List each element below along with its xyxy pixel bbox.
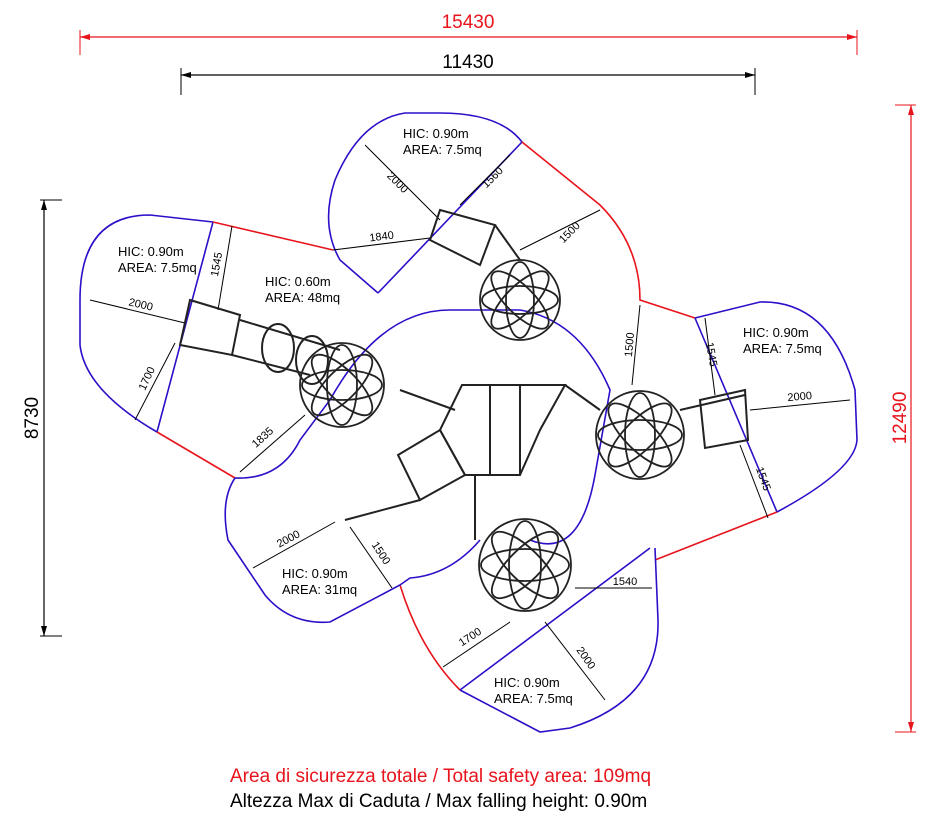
measure-label: 1700 <box>457 626 484 649</box>
measure-label: 1700 <box>137 365 158 392</box>
zone-left-hic: HIC: 0.90m <box>118 244 184 259</box>
measure-label: 2000 <box>127 296 154 313</box>
measure-label: 1500 <box>623 332 637 357</box>
zone-main-area: AREA: 48mq <box>265 290 340 305</box>
total-safety-area-text: Area di sicurezza totale / Total safety … <box>230 766 652 787</box>
zone-bottom-outline <box>459 547 659 733</box>
measure-label: 1500 <box>369 540 392 567</box>
measure-lines <box>89 144 851 701</box>
hexagon-platform <box>438 384 567 476</box>
measure-label: 1545 <box>209 251 225 277</box>
zone-lower-left-area: AREA: 31mq <box>282 582 357 597</box>
equipment-width-dimension: 11430 <box>180 52 756 95</box>
overall-width-label: 15430 <box>442 12 495 33</box>
measure-label: 1500 <box>557 220 583 246</box>
zone-top-hic: HIC: 0.90m <box>403 126 469 141</box>
measure-label: 1545 <box>753 465 773 492</box>
equipment-depth-label: 8730 <box>22 397 43 439</box>
measure-label: 2000 <box>787 390 812 404</box>
zone-lower-left-hic: HIC: 0.90m <box>282 566 348 581</box>
measure-label: 1540 <box>613 576 637 588</box>
max-falling-height-text: Altezza Max di Caduta / Max falling heig… <box>230 791 648 812</box>
measure-label: 2000 <box>574 645 598 672</box>
overall-depth-label: 12490 <box>890 392 911 445</box>
zone-left-area: AREA: 7.5mq <box>118 260 197 275</box>
zone-right-outline <box>694 301 858 513</box>
zone-bottom-area: AREA: 7.5mq <box>494 691 573 706</box>
zone-bottom-hic: HIC: 0.90m <box>494 675 560 690</box>
measure-labels: 2000 1560 1500 1840 1545 2000 1700 1835 … <box>127 165 812 672</box>
zone-top-area: AREA: 7.5mq <box>403 142 482 157</box>
zone-right-area: AREA: 7.5mq <box>743 341 822 356</box>
measure-label: 1545 <box>703 341 719 367</box>
equipment-width-label: 11430 <box>442 52 493 73</box>
overall-depth-dimension: 12490 <box>890 104 916 733</box>
flower-climbers <box>299 259 685 612</box>
overall-width-dimension: 15430 <box>79 12 858 55</box>
measure-label: 1560 <box>480 165 506 191</box>
measure-label: 2000 <box>384 170 410 196</box>
zone-labels: HIC: 0.90m AREA: 7.5mq HIC: 0.90m AREA: … <box>118 126 822 706</box>
measure-label: 1835 <box>250 425 276 450</box>
equipment-depth-dimension: 8730 <box>22 199 62 637</box>
measure-label: 1840 <box>369 230 395 245</box>
play-structure <box>178 208 750 540</box>
zone-right-hic: HIC: 0.90m <box>743 325 809 340</box>
zone-central-outline <box>224 309 611 624</box>
measure-label: 2000 <box>275 528 302 550</box>
zone-main-hic: HIC: 0.60m <box>265 274 331 289</box>
